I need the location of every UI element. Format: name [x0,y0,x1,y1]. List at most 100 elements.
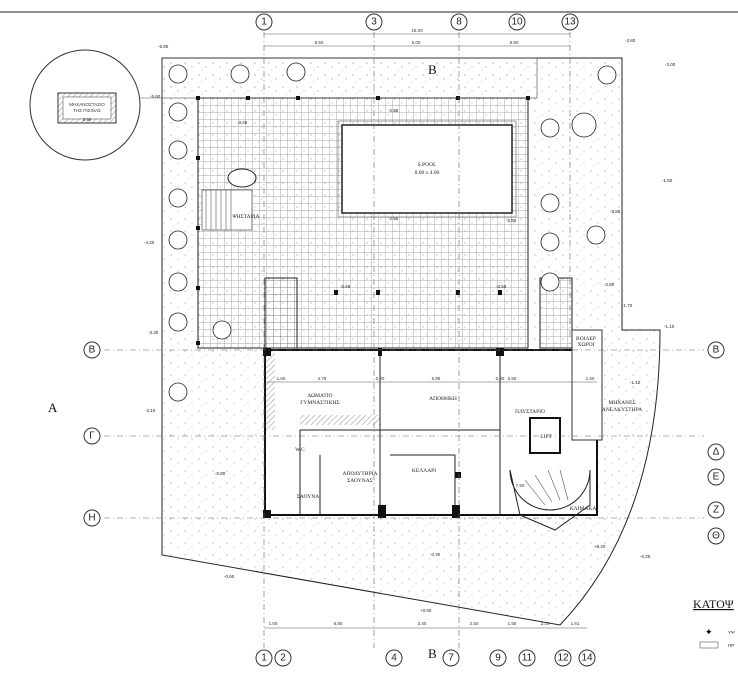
svg-text:-5.80: -5.80 [158,44,169,49]
pool-machine-room-detail: ΜΗΧΑΝΟΣΤΑΣΙΟ ΤΗΣ ΠΙΣΙΝΑΣ 3.50 [29,49,162,161]
svg-text:-0.25: -0.25 [640,554,651,559]
top-dimensions: 18.00 8.50 5.00 8.50 [264,28,570,47]
svg-text:ΤΗΣ ΠΙΣΙΝΑΣ: ΤΗΣ ΠΙΣΙΝΑΣ [73,108,101,113]
svg-text:Ζ: Ζ [713,505,719,516]
cellar-label: ΚΕΛΛΑΡΙ [412,468,436,474]
lift-machines-label-2: ΑΝΕΛΚΥΣΤΗΡΑ [602,407,642,413]
svg-text:-2.60: -2.60 [604,282,615,287]
stair-left [264,277,298,349]
pool-size: 8.00 x 4.00 [415,170,440,176]
columns [196,96,530,345]
storage-label: ΑΠΟΘΗΚΗ [429,396,457,402]
swimming-pool [341,124,513,214]
gym-label-1: ΔΩΜΑΤΙΟ [307,393,332,399]
deck-surround [161,57,538,99]
svg-text:Η: Η [88,513,95,524]
svg-text:ΥΨ: ΥΨ [728,630,735,635]
grid-left: Β Γ Η [83,341,101,527]
svg-text:18.00: 18.00 [411,28,423,33]
svg-text:+0.20: +0.20 [594,544,606,549]
svg-text:-5.60: -5.60 [150,94,161,99]
svg-text:ΜΗΧΑΝΟΣΤΑΣΙΟ: ΜΗΧΑΝΟΣΤΑΣΙΟ [69,102,105,107]
svg-text:-0.70: -0.70 [430,552,441,557]
trees [168,62,617,402]
svg-text:11: 11 [522,653,533,664]
svg-text:7.50: 7.50 [516,483,525,488]
svg-text:0.20: 0.20 [376,376,385,381]
svg-text:-2.58: -2.58 [340,284,351,289]
pool-label: S.POOL [418,162,437,168]
svg-text:-1.10: -1.10 [664,324,675,329]
level-marker-icon: ✦ [705,627,713,637]
svg-text:Β: Β [713,345,720,356]
svg-text:-1.50: -1.50 [662,178,673,183]
grid-bottom: 1 2 4 7 9 11 12 14 [255,649,596,667]
svg-text:1.60: 1.60 [586,376,595,381]
svg-text:1: 1 [261,653,267,664]
drawing-title: ΚΑΤΟΨ [693,597,734,611]
svg-text:5.00: 5.00 [412,40,421,45]
svg-text:0.60: 0.60 [508,376,517,381]
svg-text:1.60: 1.60 [277,376,286,381]
laundry-label: ΠΛΥΣΤΑΡΙΟ [515,409,545,415]
svg-text:3.50: 3.50 [83,117,92,122]
boiler-label-2: ΧΩΡΟΙ [578,342,595,348]
svg-text:0.90: 0.90 [496,376,505,381]
svg-text:-3.30: -3.30 [148,330,159,335]
section-mark-a: A [48,400,58,415]
lift-machines-label-1: ΜΗΧΑΝΕΣ [608,400,635,406]
svg-text:2.10: 2.10 [541,621,550,626]
svg-text:Δ: Δ [713,447,720,458]
svg-text:9: 9 [495,653,501,664]
svg-text:7: 7 [448,653,454,664]
svg-text:ΠΡ: ΠΡ [728,643,734,648]
svg-text:-2.55: -2.55 [388,108,399,113]
legend: ✦ ΥΨ ΠΡ [699,627,735,649]
svg-text:Θ: Θ [712,531,720,542]
svg-text:10: 10 [511,17,523,28]
svg-text:4: 4 [391,653,397,664]
svg-text:-1.70: -1.70 [622,303,633,308]
svg-text:13: 13 [564,17,576,28]
svg-text:Β: Β [89,345,96,356]
svg-text:-3.00: -3.00 [665,62,676,67]
section-mark-b-top: B [428,62,437,77]
sauna-label: ΣΑΟΥΝΑ [297,494,320,500]
svg-text:1.55: 1.55 [508,621,517,626]
svg-text:8.50: 8.50 [510,40,519,45]
wc-label: W.C [295,447,305,453]
svg-text:Γ: Γ [89,431,95,442]
svg-text:-2.48: -2.48 [237,120,248,125]
svg-text:-0.60: -0.60 [224,574,235,579]
stair-label: ΚΛΙΜΑΚΑ [570,506,597,512]
house [263,329,603,531]
svg-text:-0.90: -0.90 [215,471,226,476]
svg-text:-4.20: -4.20 [144,240,155,245]
grid-right: Β Δ Ε Ζ Θ [707,341,725,545]
bbq-area: ΨΗΣΤΑΡΙΑ [201,168,260,231]
svg-text:1: 1 [261,17,267,28]
svg-text:+0.00: +0.00 [420,608,432,613]
bottom-dimensions: 1.00 6.80 3.40 2.50 1.55 2.10 1.61 [264,621,587,629]
svg-text:Ε: Ε [713,472,720,483]
lift-label: LIFT [540,434,552,440]
svg-text:3: 3 [371,17,377,28]
svg-text:-2.58: -2.58 [496,284,507,289]
changing-label-2: ΣΑΟΥΝΑΣ [347,478,373,484]
svg-text:1.00: 1.00 [269,621,278,626]
section-mark-b-bottom: B [428,646,437,661]
axis-lines [104,32,704,648]
bbq-label: ΨΗΣΤΑΡΙΑ [233,214,260,220]
svg-text:-3.80: -3.80 [625,38,636,43]
svg-text:-2.55: -2.55 [388,216,399,221]
svg-text:-1.10: -1.10 [630,380,641,385]
gym-label-2: ΓΥΜΝΑΣΤΙΚΗΣ [300,400,340,406]
boiler-label-1: ΒΟΙΛΕΡ [576,336,596,342]
svg-text:1.61: 1.61 [571,621,580,626]
changing-label-1: ΑΠΟΔΥΤΗΡΙΑ [343,471,378,477]
svg-text:12: 12 [557,653,569,664]
svg-text:-2.10: -2.10 [145,408,156,413]
svg-text:3.40: 3.40 [418,621,427,626]
svg-text:14: 14 [581,653,593,664]
svg-text:2: 2 [280,653,286,664]
